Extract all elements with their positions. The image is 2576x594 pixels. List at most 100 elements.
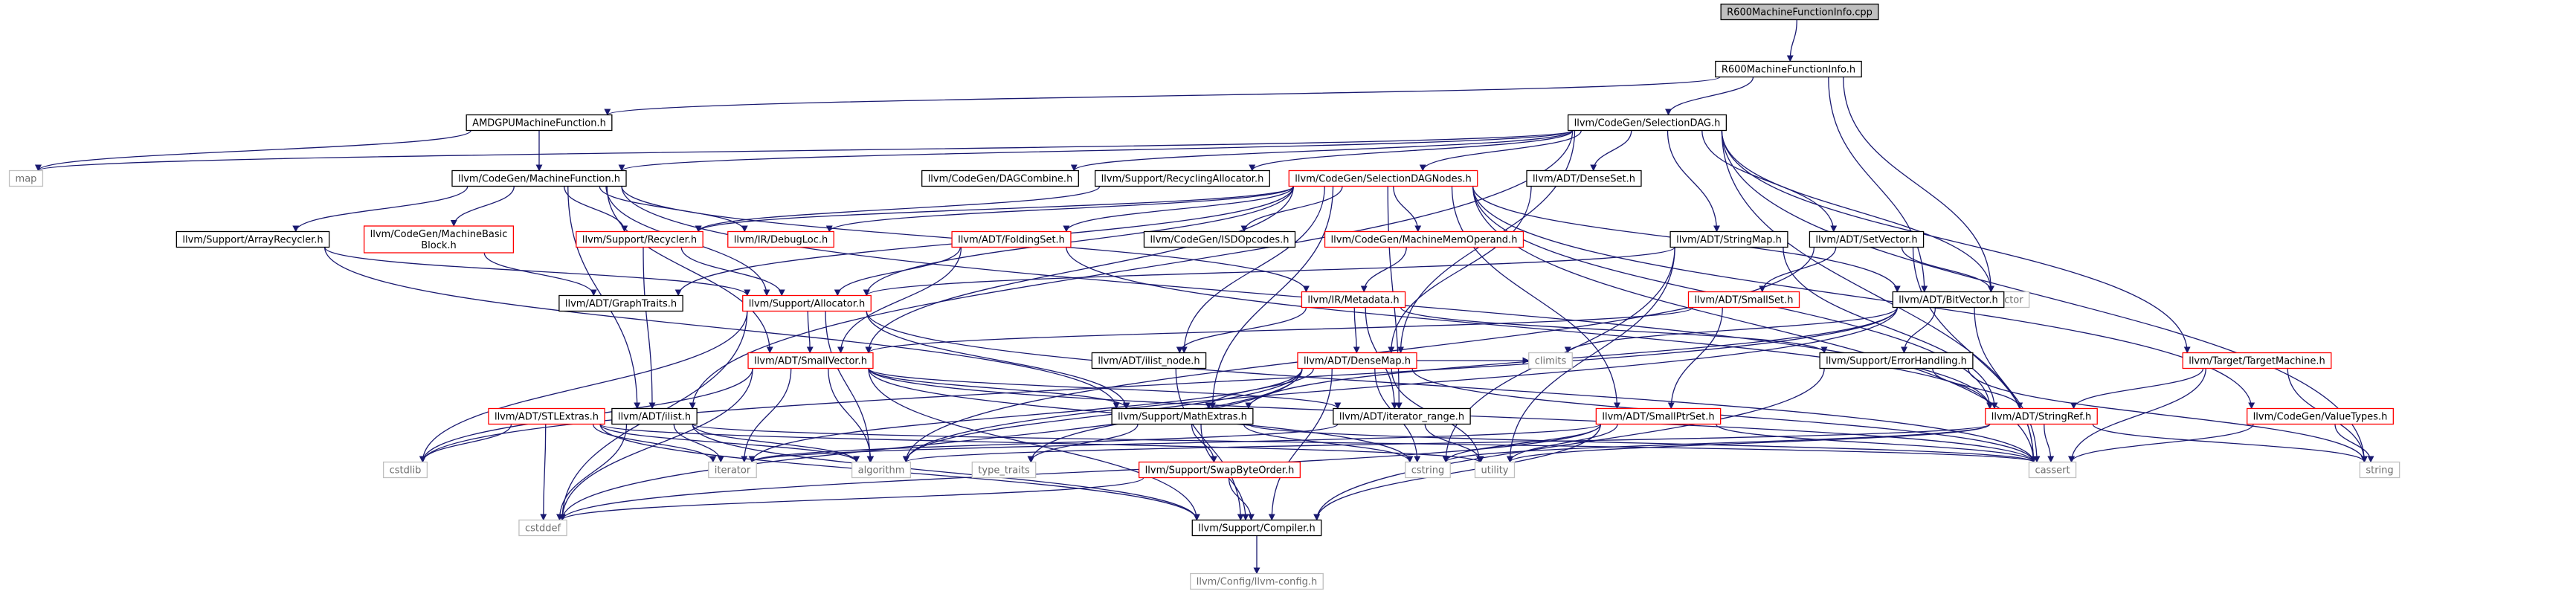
node-box (382, 461, 428, 479)
edge-selectiondag-h-to-setvector-h (1701, 130, 1838, 233)
graph-node-graphtraits-h[interactable]: llvm/ADT/GraphTraits.h (558, 294, 683, 312)
graph-node-machinememoperand-h[interactable]: llvm/CodeGen/MachineMemOperand.h (1324, 230, 1524, 248)
node-box (1333, 407, 1471, 425)
graph-node-stringmap-h[interactable]: llvm/ADT/StringMap.h (1669, 230, 1788, 248)
edge-selectiondagnodes-h-to-allocator-h (863, 186, 1294, 297)
node-box (1191, 519, 1322, 537)
node-box (1528, 352, 1573, 369)
node-box (708, 461, 757, 479)
graph-node-selectiondag-h[interactable]: llvm/CodeGen/SelectionDAG.h (1567, 114, 1727, 132)
graph-node-recycler-h[interactable]: llvm/Support/Recycler.h (576, 230, 703, 248)
graph-node-targetmachine-h[interactable]: llvm/Target/TargetMachine.h (2182, 352, 2332, 369)
graph-node-ilist-h[interactable]: llvm/ADT/ilist.h (611, 407, 698, 425)
edge-selectiondag-h-to-recyclingallocator-h (1249, 130, 1574, 172)
graph-node-smallset-h[interactable]: llvm/ADT/SmallSet.h (1687, 291, 1800, 309)
node-box (466, 114, 613, 132)
edge-machinebasicblock-h-to-graphtraits-h (483, 252, 597, 297)
graph-node-recyclingallocator-h[interactable]: llvm/Support/RecyclingAllocator.h (1095, 170, 1270, 187)
graph-node-mathextras-h[interactable]: llvm/Support/MathExtras.h (1111, 407, 1254, 425)
edge-smallvector-h-to-iterator-range-h (868, 367, 1342, 410)
node-box (451, 170, 627, 187)
edge-foldingset-h-to-stringref-h (1066, 247, 1994, 410)
graph-node-utility: utility (1474, 461, 1516, 479)
node-box (727, 230, 834, 248)
node-box (1111, 407, 1254, 425)
nodes-layer: R600MachineFunctionInfo.cppR600MachineFu… (8, 3, 2400, 590)
edge-selectiondagnodes-h-to-mathextras-h (1208, 186, 1334, 410)
edge-allocator-h-to-cstdlib (419, 311, 748, 463)
edge-foldingset-h-to-allocator-h (834, 247, 961, 297)
edge-selectiondag-h-to-vector (1721, 130, 1994, 293)
edge-stlextras-h-to-algorithm (599, 424, 860, 463)
graph-node-cstring: cstring (1405, 461, 1451, 479)
node-label: llvm/ADT/SmallSet.h (1694, 295, 1793, 306)
graph-node-foldingset-h[interactable]: llvm/ADT/FoldingSet.h (951, 230, 1072, 248)
graph-node-dagcombine-h[interactable]: llvm/CodeGen/DAGCombine.h (921, 170, 1079, 187)
graph-node-errorhandling-h[interactable]: llvm/Support/ErrorHandling.h (1819, 352, 1974, 369)
graph-node-amdgpumf-h[interactable]: AMDGPUMachineFunction.h (466, 114, 613, 132)
node-label: llvm/ADT/StringMap.h (1676, 235, 1782, 246)
node-label: cstring (1411, 465, 1444, 477)
graph-node-compiler-h[interactable]: llvm/Support/Compiler.h (1191, 519, 1322, 537)
graph-node-selectiondagnodes-h[interactable]: llvm/CodeGen/SelectionDAGNodes.h (1288, 170, 1478, 187)
graph-node-swapbyteorder-h[interactable]: llvm/Support/SwapByteOrder.h (1139, 461, 1301, 479)
edge-amdgpumf-h-to-map (35, 129, 471, 172)
node-box (1567, 114, 1727, 132)
node-label: llvm/Support/RecyclingAllocator.h (1101, 174, 1264, 185)
edge-machinefunction-h-to-smallvector-h (606, 186, 773, 354)
node-label: cstdlib (390, 465, 422, 477)
edge-r600mfi-h-to-selectiondag-h (1664, 77, 1754, 116)
graph-node-smallptrset-h[interactable]: llvm/ADT/SmallPtrSet.h (1595, 407, 1722, 425)
graph-node-debugloc-h[interactable]: llvm/IR/DebugLoc.h (727, 230, 834, 248)
graph-node-root[interactable]: R600MachineFunctionInfo.cpp (1720, 3, 1879, 21)
node-label: string (2366, 465, 2393, 477)
node-label: llvm/CodeGen/MachineFunction.h (458, 174, 620, 185)
edge-stlextras-h-to-cstddef (540, 424, 547, 521)
graph-node-allocator-h[interactable]: llvm/Support/Allocator.h (742, 294, 872, 312)
node-box (2028, 461, 2077, 479)
node-box (1091, 352, 1207, 369)
edge-densemap-h-to-compiler-h (1268, 368, 1333, 521)
graph-node-ilist-node-h[interactable]: llvm/ADT/ilist_node.h (1091, 352, 1207, 369)
edge-recyclingallocator-h-to-recycler-h (695, 186, 1101, 233)
node-box (176, 230, 330, 248)
edge-smallptrset-h-to-cassert (1716, 423, 2037, 463)
node-box (742, 294, 872, 312)
graph-node-setvector-h[interactable]: llvm/ADT/SetVector.h (1809, 230, 1925, 248)
node-label: llvm/ADT/FoldingSet.h (958, 235, 1065, 246)
graph-node-llvm-config-h: llvm/Config/llvm-config.h (1190, 572, 1324, 590)
node-box (921, 170, 1079, 187)
graph-node-cstdlib: cstdlib (382, 461, 428, 479)
graph-node-r600mfi-h[interactable]: R600MachineFunctionInfo.h (1715, 60, 1862, 78)
node-label: llvm/ADT/iterator_range.h (1339, 412, 1464, 423)
graph-node-stringref-h[interactable]: llvm/ADT/StringRef.h (1985, 407, 2098, 425)
edge-selectiondagnodes-h-to-smallvector-h (865, 186, 1294, 354)
edge-smallset-h-to-smallvector-h (865, 306, 1694, 354)
graph-node-arrayrecycler-h[interactable]: llvm/Support/ArrayRecycler.h (176, 230, 330, 248)
graph-node-machinefunction-h[interactable]: llvm/CodeGen/MachineFunction.h (451, 170, 627, 187)
graph-node-denseset-h[interactable]: llvm/ADT/DenseSet.h (1526, 170, 1642, 187)
node-label: llvm/ADT/BitVector.h (1899, 295, 1997, 306)
edge-smallvector-h-to-compiler-h (868, 368, 1200, 521)
node-label: llvm/ADT/DenseMap.h (1304, 356, 1411, 367)
node-label: llvm/IR/Metadata.h (1307, 295, 1399, 306)
node-box (1819, 352, 1974, 369)
edge-selectiondagnodes-h-to-smallptrset-h (1451, 186, 1621, 410)
edge-ilist-node-h-to-compiler-h (1175, 368, 1244, 521)
edge-machinememoperand-h-to-metadata-h (1360, 247, 1407, 293)
graph-node-isdopcodes-h[interactable]: llvm/CodeGen/ISDOpcodes.h (1143, 230, 1296, 248)
graph-node-bitvector-h[interactable]: llvm/ADT/BitVector.h (1892, 291, 2005, 309)
edge-selectiondag-h-to-dagcombine-h (1070, 129, 1574, 172)
graph-node-densemap-h[interactable]: llvm/ADT/DenseMap.h (1297, 352, 1417, 369)
graph-node-stlextras-h[interactable]: llvm/ADT/STLExtras.h (488, 407, 605, 425)
edges-layer (35, 19, 2374, 575)
edge-root-to-r600mfi-h (1786, 19, 1797, 62)
node-box (1809, 230, 1925, 248)
graph-node-metadata-h[interactable]: llvm/IR/Metadata.h (1301, 291, 1406, 309)
edge-iterator-range-h-to-iterator (748, 423, 1339, 463)
graph-node-valuetypes-h[interactable]: llvm/CodeGen/ValueTypes.h (2247, 407, 2394, 425)
graph-node-smallvector-h[interactable]: llvm/ADT/SmallVector.h (747, 352, 874, 369)
graph-node-iterator-range-h[interactable]: llvm/ADT/iterator_range.h (1333, 407, 1471, 425)
node-label: llvm/CodeGen/MachineMemOperand.h (1331, 235, 1518, 246)
